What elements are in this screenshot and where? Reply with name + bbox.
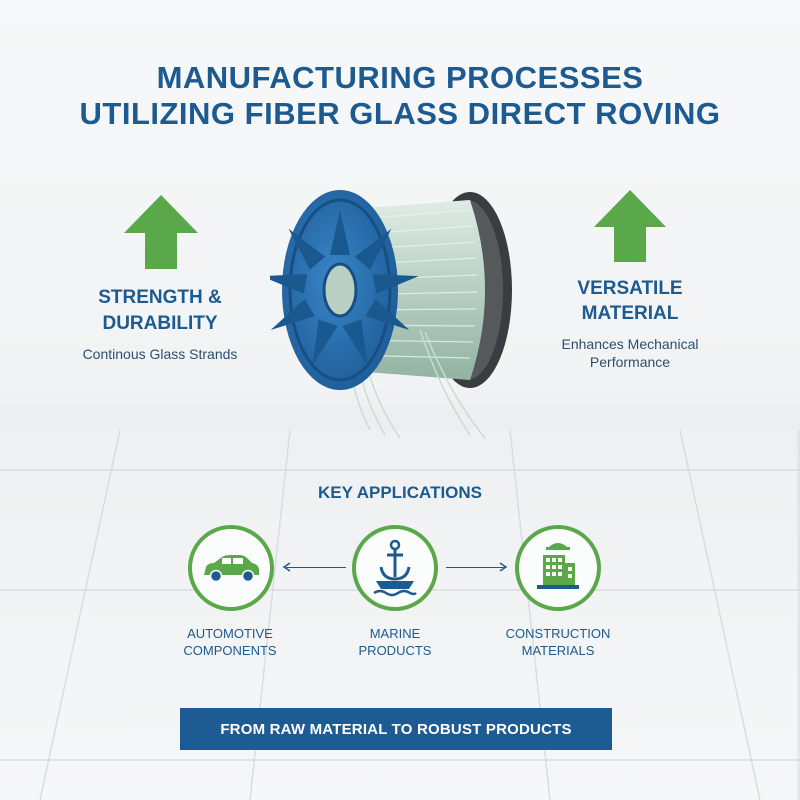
automotive-label-line2: COMPONENTS (183, 643, 277, 658)
automotive-label-line1: AUTOMOTIVE (187, 626, 273, 641)
strength-heading-line1: STRENGTH & (98, 287, 222, 308)
fiber-spool-illustration (270, 190, 512, 439)
versatile-heading-line2: MATERIAL (581, 303, 679, 324)
page-title-line1: MANUFACTURING PROCESSES (156, 60, 644, 95)
page-title-line2: UTILIZING FIBER GLASS DIRECT ROVING (79, 96, 721, 131)
construction-label-line1: CONSTRUCTION (505, 626, 611, 641)
key-applications-title: KEY APPLICATIONS (317, 483, 483, 502)
connector-line-right (446, 567, 506, 568)
versatile-heading-line1: VERSATILE (577, 278, 683, 299)
arrow-right-icon (499, 562, 508, 572)
arrow-left-icon (282, 562, 291, 572)
strength-subtext: Continous Glass Strands (82, 346, 238, 362)
versatile-subtext-line2: Performance (589, 354, 671, 370)
building-icon (537, 543, 579, 589)
up-arrow-icon (594, 190, 666, 262)
up-arrow-icon (124, 195, 198, 269)
automotive-icon-circle (188, 525, 274, 611)
marine-label-line2: PRODUCTS (358, 643, 432, 658)
marine-icon-circle (352, 525, 438, 611)
bottom-banner: FROM RAW MATERIAL TO ROBUST PRODUCTS (180, 708, 612, 750)
connector-line-left (286, 567, 346, 568)
car-icon (204, 555, 259, 583)
construction-label-line2: MATERIALS (521, 643, 595, 658)
anchor-boat-icon (373, 539, 417, 597)
construction-icon-circle (515, 525, 601, 611)
versatile-subtext-line1: Enhances Mechanical (561, 336, 699, 352)
marine-label-line1: MARINE (369, 626, 421, 641)
strength-heading-line2: DURABILITY (102, 313, 218, 334)
